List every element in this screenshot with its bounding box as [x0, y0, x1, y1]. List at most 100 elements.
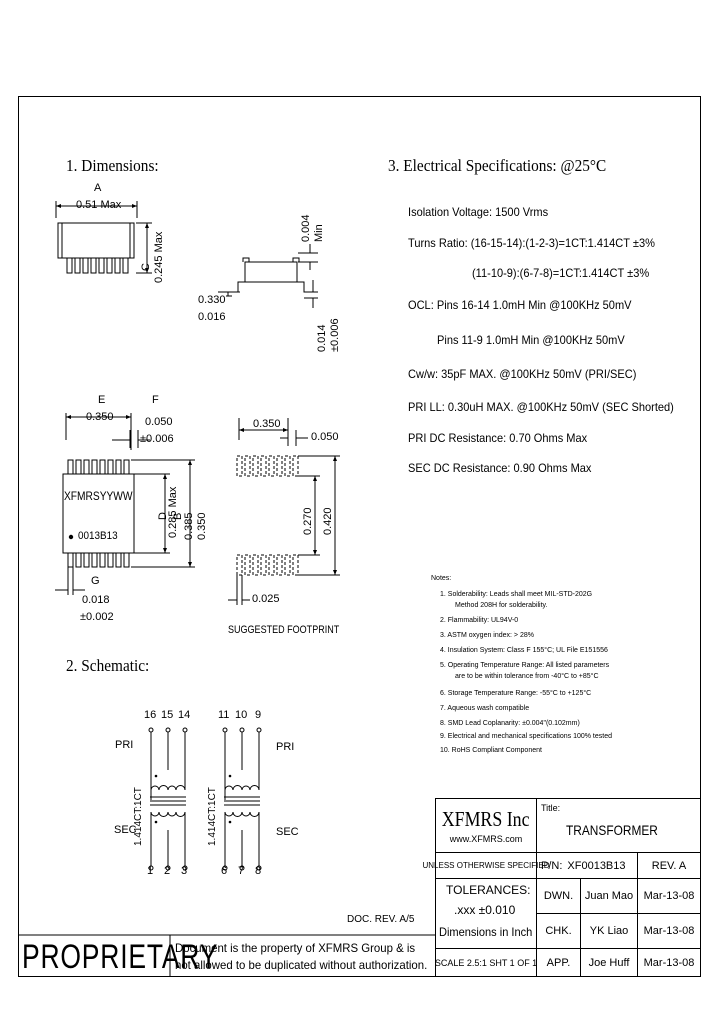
pin-1: 1 [147, 865, 154, 877]
notes-heading: Notes: [431, 575, 452, 582]
unless-text: UNLESS OTHERWISE SPECIFIED [422, 861, 550, 870]
note-3: 3. ASTM oxygen index: > 28% [440, 632, 534, 639]
dwn-label-cell: DWN. [537, 879, 581, 914]
ratio-label-right: 1.414CT:1CT [207, 787, 218, 846]
dim-c-value: 0.245 Max [153, 231, 165, 283]
dim-label-g: G [91, 575, 100, 587]
app-name: Joe Huff [588, 956, 630, 969]
proprietary-word: PROPRIETARY [22, 938, 219, 976]
chk-label: CHK. [545, 925, 572, 937]
dim-g-value: 0.018 [82, 594, 110, 606]
spec-leakage: PRI LL: 0.30uH MAX. @100KHz 50mV (SEC Sh… [408, 400, 674, 414]
dimensions-unit: Dimensions in Inch [439, 925, 533, 939]
note-1: 1. Solderability: Leads shall meet MIL-S… [440, 591, 593, 598]
company-cell: XFMRS Inc www.XFMRS.com [435, 798, 537, 853]
footprint-pads [236, 455, 299, 576]
note-7: 7. Aqueous wash compatible [440, 705, 530, 712]
spec-cww: Cw/w: 35pF MAX. @100KHz 50mV (PRI/SEC) [408, 367, 637, 381]
pn-value: XF0013B13 [567, 859, 626, 872]
dim-f-value: 0.050 [145, 416, 173, 428]
schematic-right [224, 732, 260, 868]
dim-b-value-2: 0.350 [196, 512, 208, 540]
chk-name-cell: YK Liao [581, 914, 638, 949]
part-marking-line1: XFMRSYYWW [64, 489, 133, 503]
electrical-title: 3. Electrical Specifications: @25°C [388, 156, 607, 175]
scale-cell: SCALE 2.5:1 SHT 1 OF 1 [435, 949, 537, 977]
dim-label-c: C [140, 263, 152, 271]
spec-sec-dcr: SEC DC Resistance: 0.90 Ohms Max [408, 461, 592, 475]
tolerance-cell: TOLERANCES: .xxx ±0.010 Dimensions in In… [435, 879, 537, 949]
proprietary-line1: Document is the property of XFMRS Group … [175, 941, 416, 955]
footprint-caption: SUGGESTED FOOTPRINT [228, 624, 340, 636]
pin-15: 15 [161, 709, 174, 721]
dim-label-f: F [152, 394, 159, 406]
dimensions-title: 1. Dimensions: [66, 156, 159, 175]
spec-ocl-1: OCL: Pins 16-14 1.0mH Min @100KHz 50mV [408, 298, 632, 312]
pin-10: 10 [235, 709, 248, 721]
scale-text: SCALE 2.5:1 SHT 1 OF 1 [434, 957, 538, 968]
footprint-0050: 0.050 [311, 431, 339, 443]
dim-label-e: E [98, 394, 106, 406]
sec-label-right: SEC [276, 826, 299, 838]
company-website: www.XFMRS.com [449, 834, 523, 844]
spec-turns-ratio-1: Turns Ratio: (16-15-14):(1-2-3)=1CT:1.41… [408, 236, 655, 250]
part-marking-line2: 0013B13 [78, 530, 118, 542]
proprietary-line2: not allowed to be duplicated without aut… [175, 958, 428, 972]
chk-label-cell: CHK. [537, 914, 581, 949]
dwn-date-cell: Mar-13-08 [638, 879, 701, 914]
dim-min-value: 0.004 [300, 214, 312, 242]
rev-value: REV. A [651, 859, 687, 872]
note-8: 8. SMD Lead Coplanarity: ±0.004"(0.102mm… [440, 720, 580, 727]
pin-3: 3 [181, 865, 188, 877]
schematic-title: 2. Schematic: [66, 656, 150, 675]
title-block: XFMRS Inc www.XFMRS.com Title: TRANSFORM… [423, 798, 701, 977]
pin-14: 14 [178, 709, 191, 721]
side-leads [66, 257, 129, 274]
pn-cell: P/N: XF0013B13 [537, 853, 638, 879]
app-label: APP. [546, 956, 571, 969]
dim-0016: 0.016 [198, 311, 226, 323]
dim-e-value: 0.350 [86, 411, 114, 423]
dim-a-value: 0.51 Max [76, 199, 122, 211]
title-cell: Title: TRANSFORMER [537, 798, 701, 853]
note-2: 2. Flammability: UL94V-0 [440, 617, 519, 624]
pin-9: 9 [255, 709, 262, 721]
footprint-0420: 0.420 [322, 507, 334, 535]
unless-cell: UNLESS OTHERWISE SPECIFIED [423, 853, 550, 879]
note-5b: are to be within tolerance from -40°C to… [455, 673, 599, 680]
pin-7: 7 [238, 865, 245, 877]
note-9: 9. Electrical and mechanical specificati… [440, 733, 612, 740]
pri-label-right: PRI [276, 741, 295, 753]
app-name-cell: Joe Huff [581, 949, 638, 977]
dim-0014: 0.014 [316, 324, 328, 352]
app-label-cell: APP. [537, 949, 581, 977]
pri-label-left: PRI [115, 739, 134, 751]
note-10: 10. RoHS Compliant Component [440, 747, 542, 754]
top-leads [67, 459, 130, 568]
note-1b: Method 208H for solderability. [455, 602, 548, 609]
pin-6: 6 [221, 865, 228, 877]
footprint-0350: 0.350 [253, 418, 281, 430]
schematic-left [150, 732, 186, 868]
dim-min-word: Min [313, 224, 325, 242]
sec-label-left: SEC [114, 824, 137, 836]
note-6: 6. Storage Temperature Range: -55°C to +… [440, 690, 592, 697]
dim-0330: 0.330 [198, 294, 226, 306]
dim-label-a: A [94, 182, 102, 194]
tolerances-label: TOLERANCES: [446, 883, 531, 897]
dim-b-value-1: 0.385 [183, 512, 195, 540]
dim-g-tolerance: ±0.002 [80, 611, 114, 623]
note-4: 4. Insulation System: Class F 155°C; UL … [440, 647, 608, 654]
dim-0006: ±0.006 [329, 318, 341, 352]
app-date-cell: Mar-13-08 [638, 949, 701, 977]
dwn-date: Mar-13-08 [643, 890, 695, 902]
dim-f-tolerance: ±0.006 [140, 433, 174, 445]
dwn-label: DWN. [543, 890, 574, 902]
chk-name: YK Liao [589, 925, 629, 937]
footprint-0270: 0.270 [302, 507, 314, 535]
chk-date-cell: Mar-13-08 [638, 914, 701, 949]
spec-ocl-2: Pins 11-9 1.0mH Min @100KHz 50mV [437, 333, 625, 347]
dwn-name-cell: Juan Mao [581, 879, 638, 914]
spec-pri-dcr: PRI DC Resistance: 0.70 Ohms Max [408, 431, 588, 445]
